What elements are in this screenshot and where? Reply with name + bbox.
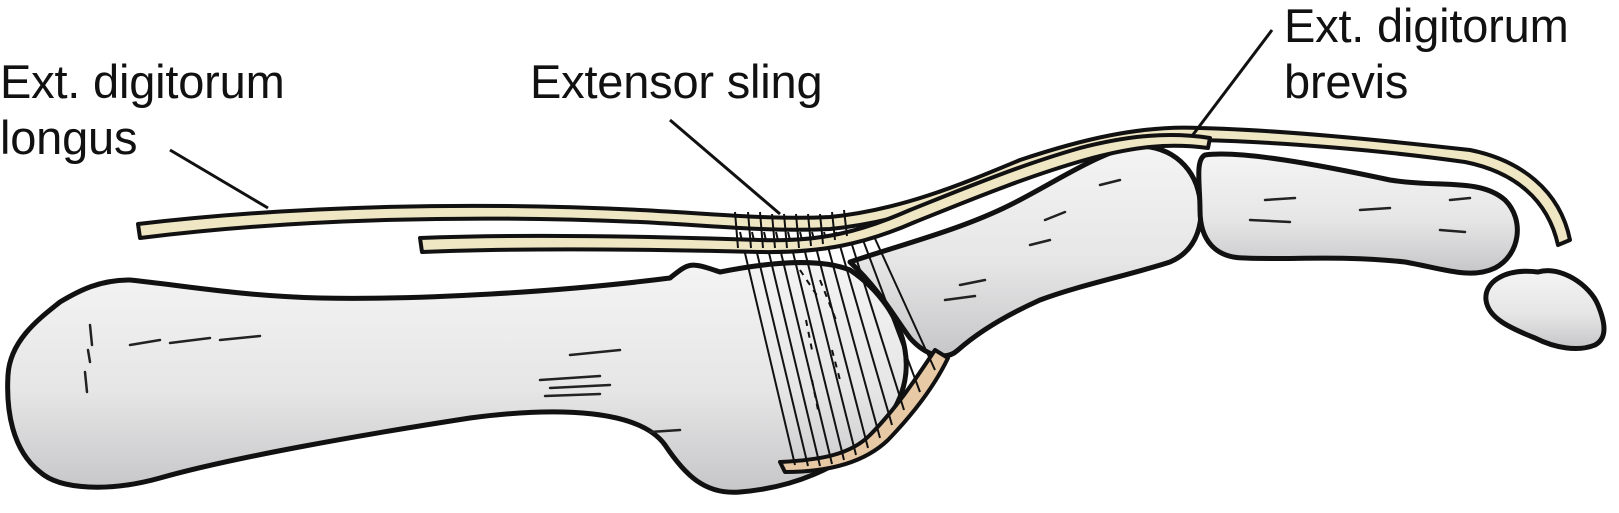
label-extensor-sling: Extensor sling bbox=[530, 54, 823, 110]
ext-digitorum-brevis-tendon bbox=[418, 133, 1212, 255]
distal-phalanx-bone bbox=[1483, 268, 1607, 352]
label-ext-digitorum-brevis-line1: Ext. digitorum bbox=[1284, 0, 1569, 52]
label-ext-digitorum-longus-line2: longus bbox=[0, 111, 138, 164]
label-extensor-sling-text: Extensor sling bbox=[530, 55, 823, 108]
ext-digitorum-longus-tendon bbox=[136, 125, 1572, 247]
leader-line-ext-digitorum-brevis bbox=[1190, 29, 1274, 137]
leader-line-extensor-sling bbox=[669, 118, 781, 216]
bone-texture-marks bbox=[83, 178, 1472, 434]
label-ext-digitorum-brevis-line2: brevis bbox=[1284, 55, 1409, 108]
sling-knot-marks bbox=[734, 209, 848, 249]
label-ext-digitorum-brevis: Ext. digitorum brevis bbox=[1284, 0, 1569, 110]
leader-line-ext-digitorum-longus bbox=[169, 148, 269, 210]
label-ext-digitorum-longus-line1: Ext. digitorum bbox=[0, 55, 285, 108]
metatarsal-bone bbox=[5, 260, 909, 495]
extensor-sling-fibers bbox=[739, 231, 936, 467]
middle-phalanx-bone bbox=[1196, 151, 1520, 276]
label-ext-digitorum-longus: Ext. digitorum longus bbox=[0, 54, 285, 166]
